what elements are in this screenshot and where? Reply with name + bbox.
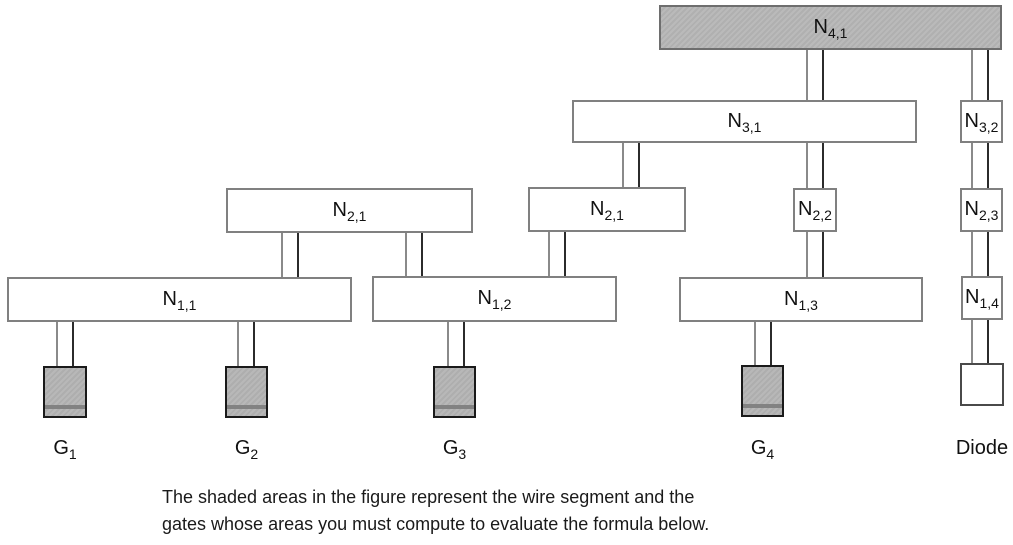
wire-segment-n32: N3,2 [960,100,1003,143]
node-label: N [727,110,742,132]
gate-g2 [225,366,268,418]
gate-label-main: G [53,437,69,459]
node-label: N [813,16,828,38]
node-label-subscript: 2,3 [978,207,999,223]
node-label: N [590,198,605,220]
wire-connector-n11-g2 [237,322,255,367]
node-label: N [162,288,177,310]
wire-connector-n21-n11 [281,233,299,278]
wire-connector-n11-g1 [56,322,74,367]
node-label-subscript: 1,2 [491,296,512,312]
gate-g4 [741,365,784,417]
wire-segment-n31: N3,1 [572,100,917,143]
caption: The shaded areas in the figure represent… [162,484,709,538]
wire-connector-n21b-n12 [548,232,566,277]
gate-g3 [433,366,476,418]
wire-connector-n31-n21 [622,143,640,189]
gate-band [45,405,85,409]
node-label: N [477,287,492,309]
node-label-subscript: 1,3 [798,297,818,313]
gate-g1 [43,366,87,418]
gate-label-g2: G2 [215,437,278,461]
gate-label-g1: G1 [33,437,97,461]
wire-connector-n21-n12 [405,233,423,277]
wire-connector-n13-g4 [754,322,772,366]
gate-label-main: G [750,437,767,459]
wire-segment-n12: N1,2 [372,276,617,322]
wire-segment-n22: N2,2 [793,188,837,232]
node-label: N [798,198,813,220]
caption-line-1: The shaded areas in the figure represent… [162,487,695,507]
gate-band [743,404,782,408]
wire-connector-n41-n31 [806,50,824,102]
wire-connector-n23-n14 [971,232,989,277]
wire-segment-n23: N2,3 [960,188,1003,232]
node-label-subscript: 1,4 [979,295,999,311]
node-label-subscript: 2,1 [346,208,367,224]
wire-connector-n14-diode [971,320,989,364]
gate-label-subscript: 2 [250,446,259,462]
wire-segment-n13: N1,3 [679,277,923,322]
wire-connector-n22-n13 [806,232,824,278]
wire-segment-n41: N4,1 [659,5,1002,50]
wire-segment-n11: N1,1 [7,277,352,322]
gate-label-g4: G4 [731,437,794,461]
node-label: N [964,198,979,220]
wire-connector-n32-n23 [971,143,989,189]
caption-line-2: gates whose areas you must compute to ev… [162,514,710,534]
node-label: N [965,286,980,308]
wire-connector-n41-n32 [971,50,989,102]
diode-label: Diode [955,437,1009,459]
gate-band [227,405,266,409]
wire-segment-n14: N1,4 [961,276,1003,320]
wire-segment-n21-left: N2,1 [226,188,473,233]
node-label-subscript: 3,1 [741,119,762,135]
gate-band [435,405,474,409]
wire-connector-n12-g3 [447,322,465,367]
node-label: N [332,199,347,221]
node-label-subscript: 4,1 [827,25,848,41]
node-label-subscript: 1,1 [176,297,197,313]
node-label-subscript: 2,2 [812,207,832,223]
node-label: N [964,110,979,132]
node-label: N [784,288,799,310]
gate-label-g3: G3 [423,437,486,461]
diode-box [960,363,1004,406]
gate-label-main: G [442,437,459,459]
wire-segment-n21-middle: N2,1 [528,187,686,232]
node-label-subscript: 3,2 [978,119,999,135]
gate-label-main: G [234,437,251,459]
gate-label-subscript: 4 [766,446,775,462]
gate-label-subscript: 1 [68,446,77,462]
gate-label-subscript: 3 [458,446,467,462]
node-label-subscript: 2,1 [604,207,624,223]
wire-connector-n31-n22 [806,143,824,189]
